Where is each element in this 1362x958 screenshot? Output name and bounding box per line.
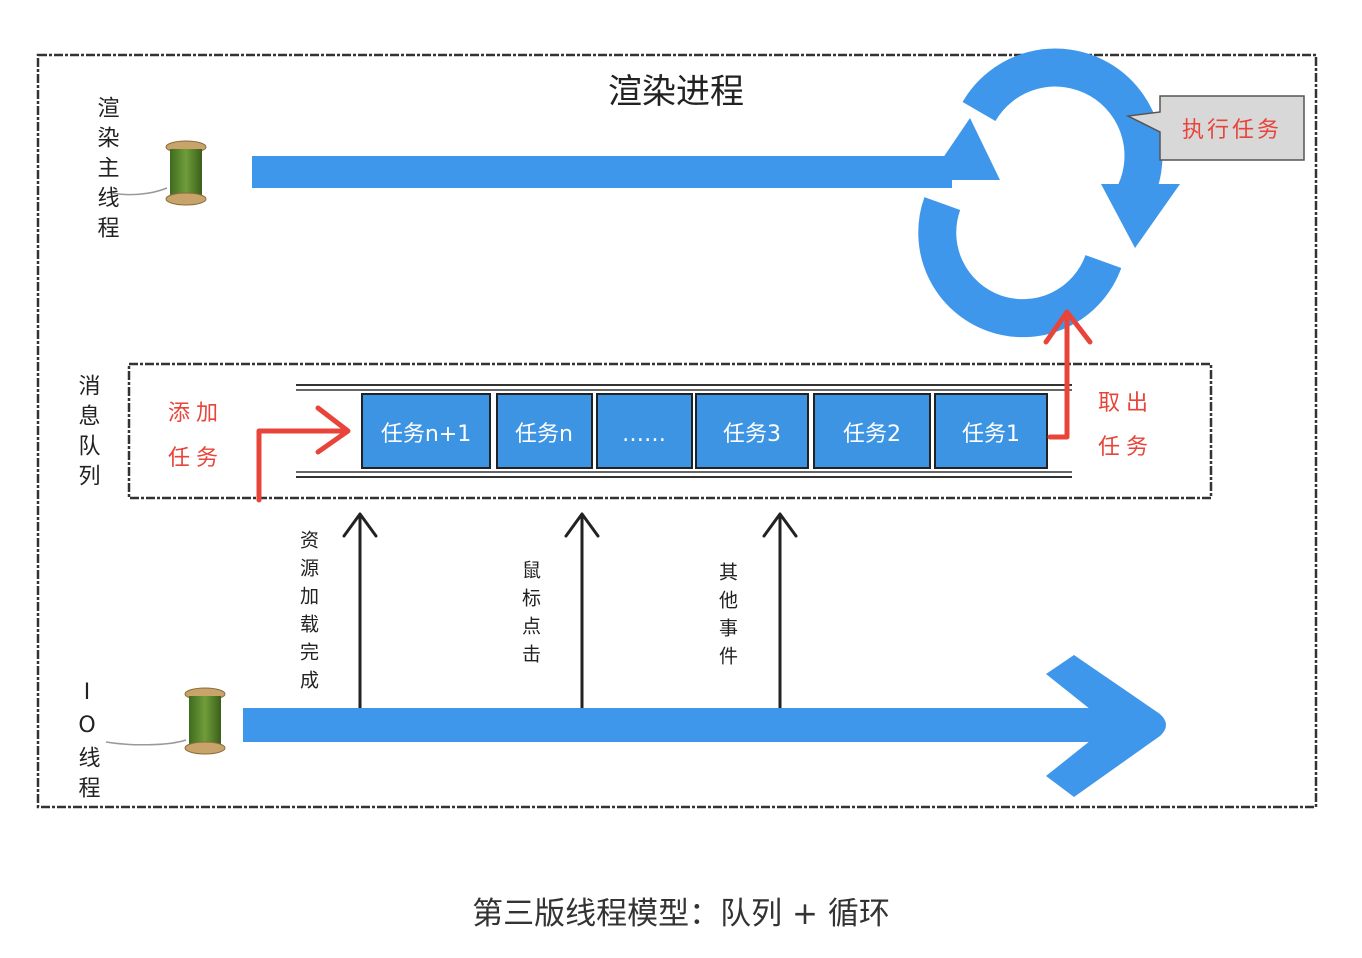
task-item-label: ……	[622, 422, 666, 447]
task-item-label: 任务1	[962, 422, 1020, 447]
io-arrowhead	[1046, 655, 1166, 797]
io-thread-bar	[243, 708, 1123, 742]
add-task-label-line2: 任务	[168, 446, 224, 471]
event-label-mouse: 鼠标点击	[519, 560, 541, 672]
take-task-label-line2: 任务	[1098, 435, 1154, 460]
event-arrow	[342, 512, 378, 710]
io-thread-label: IO线程	[75, 680, 101, 806]
event-label-resource: 资源加载完成	[297, 530, 319, 698]
loop-arrowhead-right	[1101, 184, 1180, 248]
task-item: 任务n+1	[361, 393, 491, 469]
execute-task-callout: 执行任务	[1125, 95, 1305, 161]
event-label-other: 其他事件	[716, 562, 738, 674]
event-arrow	[762, 512, 798, 710]
task-item: 任务2	[813, 393, 931, 469]
execute-task-label: 执行任务	[1182, 118, 1282, 143]
message-queue-label: 消息队列	[75, 374, 101, 494]
thread-model-diagram: 渲染进程 渲染主线程 执行任务 消息队列 任务n+1 任务n ……	[36, 48, 1318, 809]
task-item-label: 任务n+1	[381, 422, 471, 447]
task-item-label: 任务2	[843, 422, 901, 447]
add-task-arrow	[256, 405, 351, 503]
spool-icon-render	[111, 140, 207, 206]
render-process-frame	[36, 53, 1318, 809]
loop-arrowhead-left	[928, 118, 1000, 180]
take-task-label-line1: 取出	[1098, 391, 1154, 416]
task-item: 任务1	[934, 393, 1048, 469]
message-queue-frame	[127, 362, 1213, 500]
render-thread-bar	[252, 156, 952, 188]
add-task-label-line1: 添加	[168, 401, 224, 426]
take-task-arrow	[1043, 309, 1093, 440]
event-loop-icon	[918, 48, 1163, 338]
spool-icon-io	[105, 687, 226, 755]
event-arrow	[564, 512, 600, 710]
diagram-caption: 第三版线程模型：队列 + 循环	[472, 896, 890, 932]
task-item: 任务n	[496, 393, 593, 469]
task-item: 任务3	[695, 393, 809, 469]
task-item-label: 任务3	[723, 422, 781, 447]
render-thread-label: 渲染主线程	[94, 96, 120, 246]
task-item-label: 任务n	[515, 422, 573, 447]
task-item: ……	[596, 393, 693, 469]
render-process-title: 渲染进程	[608, 72, 744, 112]
